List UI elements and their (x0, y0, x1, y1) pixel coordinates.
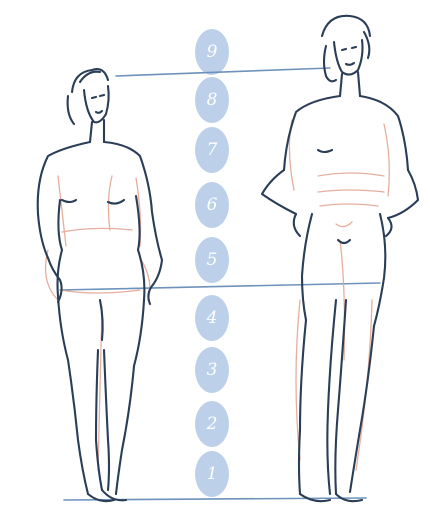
scale-blob-9: 9 (195, 29, 229, 75)
scale-label-5: 5 (207, 250, 218, 270)
scale-blob-3: 3 (195, 347, 229, 393)
right-figure (262, 16, 418, 501)
scale-blob-6: 6 (195, 182, 229, 228)
scale-blob-4: 4 (195, 295, 229, 341)
left-figure (38, 69, 162, 501)
ground-guide-line (64, 498, 366, 500)
scale-label-3: 3 (207, 360, 218, 380)
scale-label-4: 4 (206, 308, 218, 328)
mid-guide-line (60, 283, 380, 290)
scale-blob-5: 5 (195, 237, 229, 283)
scale-blob-7: 7 (195, 127, 229, 173)
scale-label-2: 2 (206, 414, 218, 434)
scale-blob-1: 1 (195, 451, 229, 497)
scale-label-6: 6 (207, 195, 218, 215)
scale-label-1: 1 (207, 464, 218, 484)
scale-label-7: 7 (207, 140, 218, 160)
head-count-scale: 9 8 7 6 5 4 3 2 (195, 29, 229, 497)
scale-blob-2: 2 (195, 401, 229, 447)
scale-label-9: 9 (207, 42, 218, 62)
scale-blob-8: 8 (195, 77, 229, 123)
scale-label-8: 8 (207, 90, 218, 110)
